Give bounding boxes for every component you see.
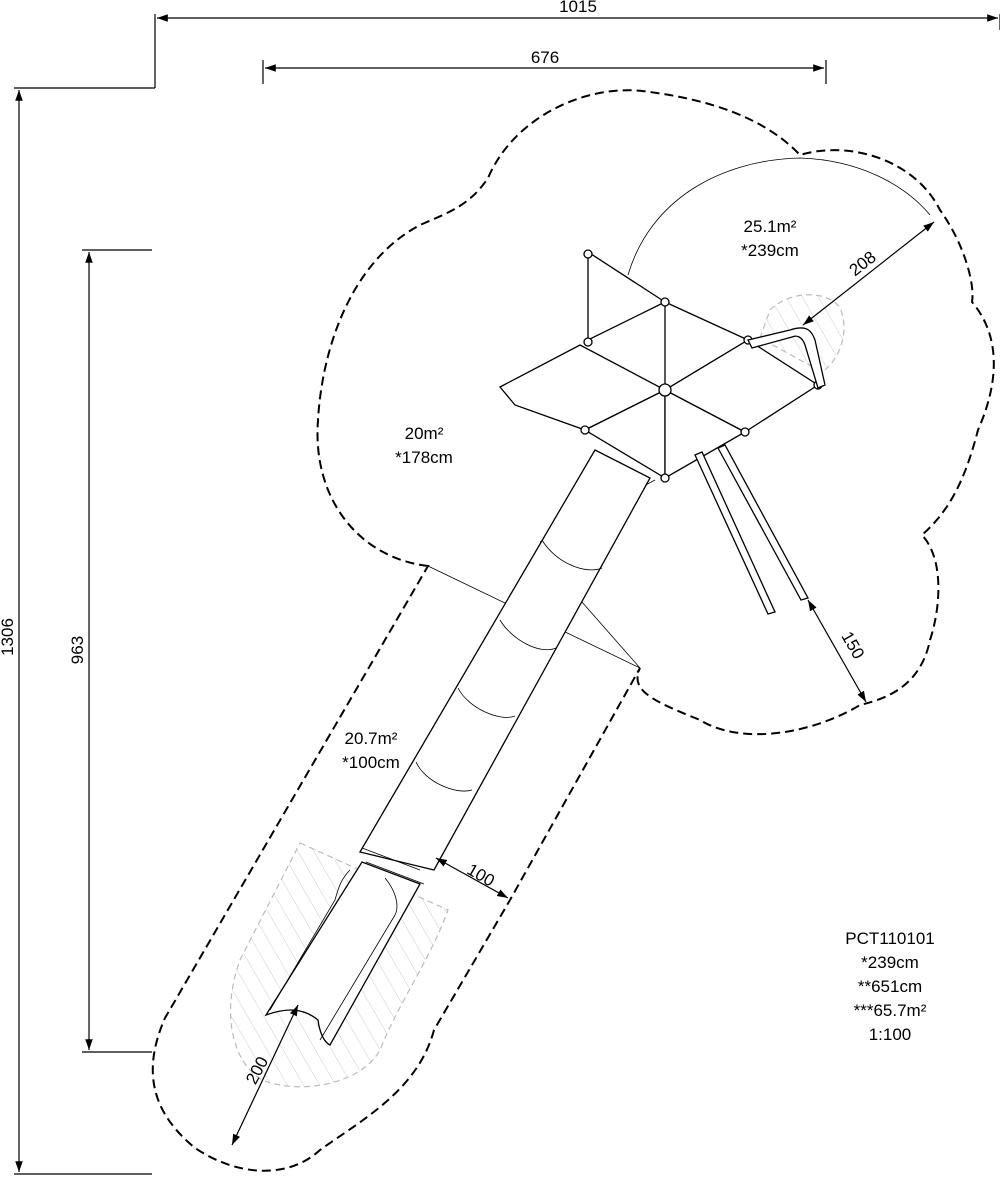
dimension-width-inner-label: 676	[531, 48, 559, 67]
main-area-value: 20m²	[405, 424, 444, 443]
roof-area-label: 25.1m² *239cm	[741, 217, 799, 260]
clearance-roof: 208	[802, 221, 935, 326]
dimension-width-inner: 676	[262, 48, 827, 84]
clearance-roof-label: 208	[846, 247, 880, 279]
spec-total-area: ***65.7m²	[854, 1001, 927, 1020]
dimension-height-inner: 963	[68, 249, 152, 1053]
roof-area-value: 25.1m²	[744, 217, 797, 236]
slide-area-height: *100cm	[342, 753, 400, 772]
spec-total-height: **651cm	[858, 977, 922, 996]
clearance-leg-label: 150	[837, 628, 868, 662]
dimension-height-total-label: 1306	[0, 618, 17, 656]
clearance-slide-side-label: 100	[464, 860, 498, 891]
slide-area-label: 20.7m² *100cm	[342, 729, 400, 772]
spec-scale: 1:100	[869, 1025, 912, 1044]
slide-tube	[358, 449, 651, 885]
tower-hub	[658, 383, 672, 397]
dimension-width-total-label: 1015	[559, 0, 597, 16]
roof-reach-arc	[627, 157, 931, 276]
panel-top-left	[587, 250, 667, 342]
slide-area-value: 20.7m²	[345, 729, 398, 748]
clearance-slide-side: 100	[435, 857, 509, 899]
roof-area-height: *239cm	[741, 241, 799, 260]
main-area-label: 20m² *178cm	[395, 424, 453, 467]
dimension-width-total: 1015	[154, 0, 1000, 88]
spec-product-code: PCT110101	[845, 929, 934, 948]
dimension-height-total: 1306	[0, 87, 155, 1175]
safety-zone-outline	[151, 89, 995, 1172]
spec-block: PCT110101 *239cm **651cm ***65.7m² 1:100	[845, 929, 934, 1044]
dimension-height-inner-label: 963	[68, 636, 87, 664]
roof-ladder	[747, 327, 826, 389]
support-legs	[694, 444, 809, 615]
tower	[498, 249, 823, 483]
spec-free-fall-height: *239cm	[861, 953, 919, 972]
clearance-leg: 150	[807, 599, 868, 703]
main-area-height: *178cm	[395, 448, 453, 467]
